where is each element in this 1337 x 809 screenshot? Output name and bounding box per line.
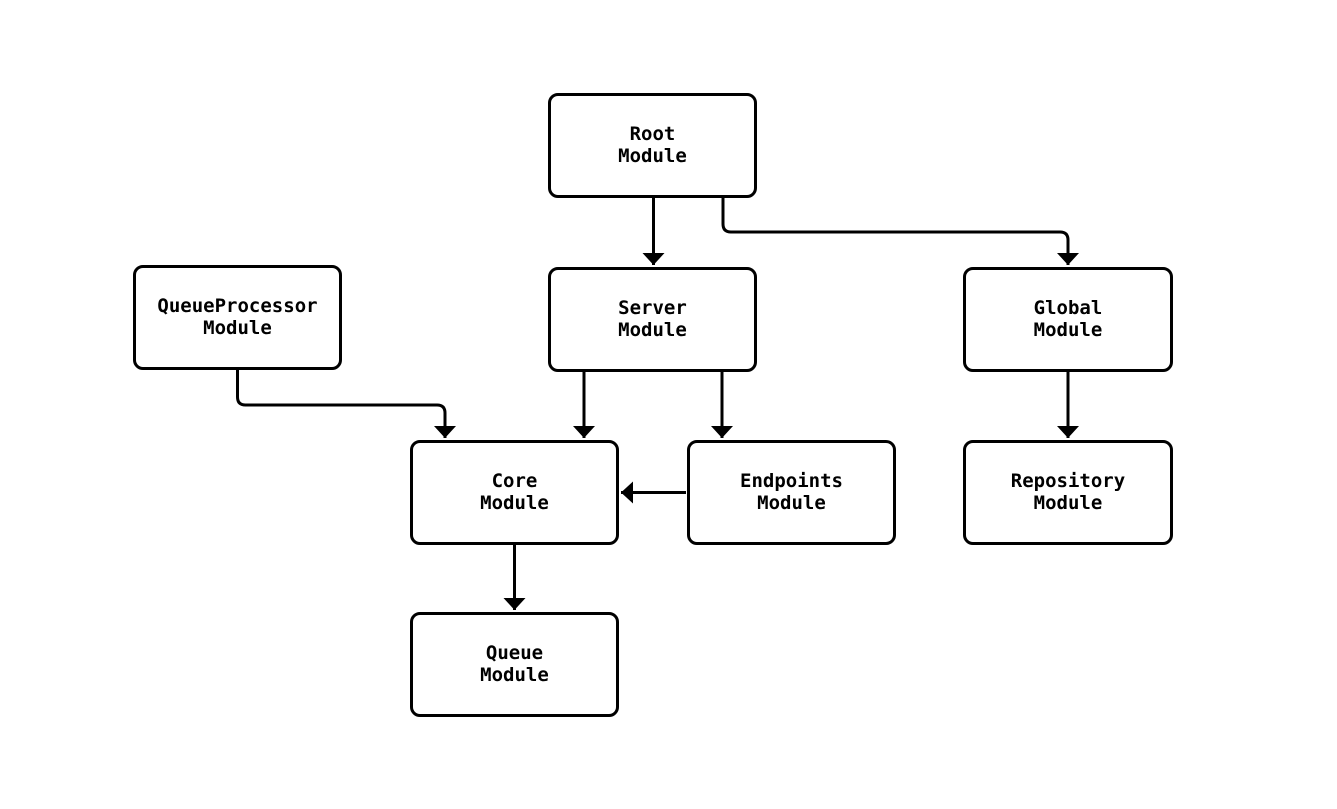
edge-queueprocessor-to-core [236, 370, 456, 438]
node-queue-module: Queue Module [410, 612, 619, 717]
node-queue-module-label: Queue Module [480, 642, 549, 686]
node-global-module: Global Module [963, 267, 1173, 372]
node-server-module: Server Module [548, 267, 757, 372]
node-root-module: Root Module [548, 93, 757, 198]
node-repository-module: Repository Module [963, 440, 1173, 545]
edge-root-to-global [721, 198, 1079, 265]
node-endpoints-module: Endpoints Module [687, 440, 896, 545]
node-core-module-label: Core Module [480, 470, 549, 514]
node-repository-module-label: Repository Module [1010, 470, 1126, 514]
node-endpoints-module-label: Endpoints Module [740, 470, 843, 514]
node-queueprocessor-module-label: QueueProcessor Module [157, 295, 318, 339]
node-global-module-label: Global Module [1033, 297, 1103, 341]
node-queueprocessor-module: QueueProcessor Module [133, 265, 342, 370]
node-server-module-label: Server Module [618, 297, 687, 341]
node-root-module-label: Root Module [618, 123, 687, 167]
node-core-module: Core Module [410, 440, 619, 545]
